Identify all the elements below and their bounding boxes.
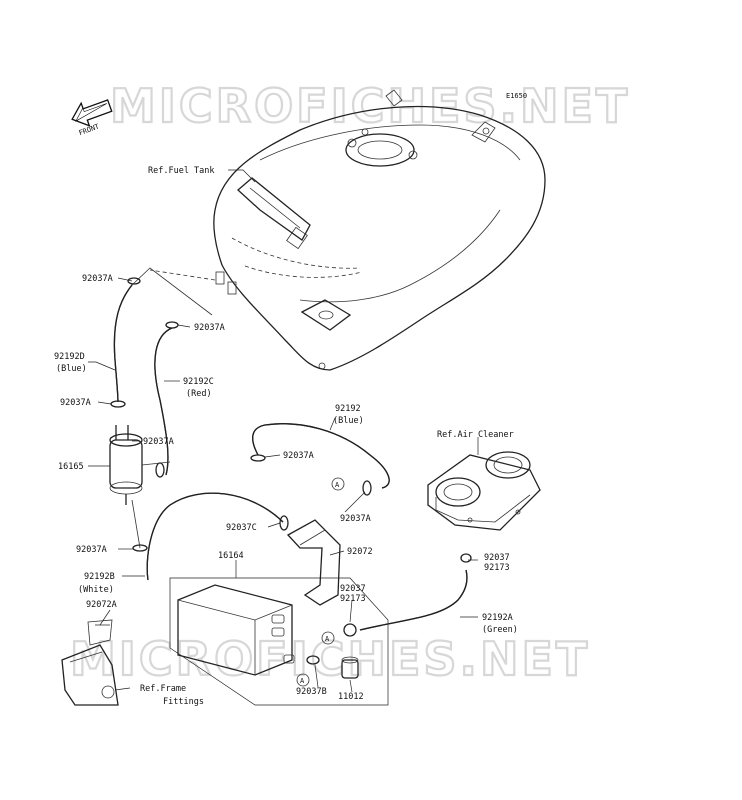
clamps bbox=[110, 277, 472, 665]
label-92192: 92192 bbox=[335, 404, 361, 414]
label-92037A-4: 92037A bbox=[143, 437, 174, 447]
hose-92192A bbox=[359, 569, 468, 631]
label-92037A-1: 92037A bbox=[82, 274, 113, 284]
label-92037A-2: 92037A bbox=[194, 323, 225, 333]
hoses bbox=[113, 267, 468, 631]
label-92192A: 92192A bbox=[482, 613, 513, 623]
air-cleaner bbox=[427, 451, 541, 531]
callout-a-1 bbox=[331, 477, 345, 491]
label-92072A: 92072A bbox=[86, 600, 117, 610]
label-92192A-color: (Green) bbox=[482, 625, 518, 635]
diagram-code: E1650 bbox=[506, 92, 527, 100]
front-label: FRONT bbox=[78, 122, 101, 137]
watermark-top: MICROFICHES.NET bbox=[110, 79, 630, 133]
label-16164: 16164 bbox=[218, 551, 244, 561]
watermark-bottom: MICROFICHES.NET bbox=[70, 632, 590, 686]
valve-16165 bbox=[109, 425, 171, 505]
label-92037A-7: 92037A bbox=[76, 545, 107, 555]
label-92192C: 92192C bbox=[183, 377, 214, 387]
frame-fittings bbox=[61, 619, 119, 706]
label-16165: 16165 bbox=[58, 462, 84, 472]
cap-11012 bbox=[341, 656, 359, 679]
bracket-92072 bbox=[286, 519, 341, 606]
label-92037C: 92037C bbox=[226, 523, 257, 533]
callout-a-2-text: A bbox=[325, 635, 330, 643]
canister-16164 bbox=[177, 584, 295, 676]
label-ref-frame-fittings: Fittings bbox=[163, 697, 204, 707]
label-92037B: 92037B bbox=[296, 687, 327, 697]
label-92192C-color: (Red) bbox=[186, 389, 212, 399]
label-92037A-5: 92037A bbox=[283, 451, 314, 461]
label-92037A-6: 92037A bbox=[340, 514, 371, 524]
callout-a-2 bbox=[321, 631, 335, 645]
label-92037-b: 92037 bbox=[484, 553, 510, 563]
leader-lines bbox=[88, 169, 479, 693]
label-ref-frame: Ref.Frame bbox=[140, 684, 186, 694]
label-92192D-color: (Blue) bbox=[56, 364, 87, 374]
front-arrow-icon bbox=[71, 99, 113, 127]
hose-92192C bbox=[154, 327, 173, 476]
label-92072: 92072 bbox=[347, 547, 373, 557]
canister-group-frame bbox=[169, 577, 389, 706]
label-92173-a: 92173 bbox=[340, 594, 366, 604]
label-92192B-color: (White) bbox=[78, 585, 114, 595]
callout-a-1-text: A bbox=[335, 481, 340, 489]
label-92192B: 92192B bbox=[84, 572, 115, 582]
label-ref-air-cleaner: Ref.Air Cleaner bbox=[437, 430, 514, 440]
fuel-tank bbox=[213, 89, 546, 371]
label-11012: 11012 bbox=[338, 692, 364, 702]
label-92037A-3: 92037A bbox=[60, 398, 91, 408]
label-92192D: 92192D bbox=[54, 352, 85, 362]
callout-a-3 bbox=[296, 673, 310, 687]
label-92173-b: 92173 bbox=[484, 563, 510, 573]
label-92037-a: 92037 bbox=[340, 584, 366, 594]
callout-a-3-text: A bbox=[300, 677, 305, 685]
label-ref-fuel-tank: Ref.Fuel Tank bbox=[148, 166, 215, 176]
label-92192-color: (Blue) bbox=[333, 416, 364, 426]
